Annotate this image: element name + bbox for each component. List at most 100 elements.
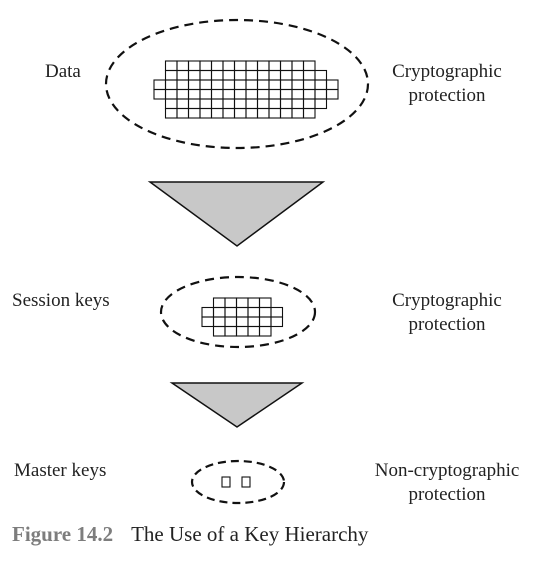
block-cell bbox=[256, 107, 270, 119]
block-cell bbox=[279, 79, 293, 91]
block-cell bbox=[233, 60, 247, 72]
block-cell bbox=[256, 60, 270, 72]
block-cell bbox=[291, 98, 305, 110]
block-cell bbox=[176, 88, 190, 100]
data-protection-line-1: Cryptographic bbox=[392, 61, 502, 82]
block-cell bbox=[268, 98, 282, 110]
block-cell bbox=[199, 79, 213, 91]
block-cell bbox=[279, 107, 293, 119]
master-protection-line-2: protection bbox=[408, 484, 486, 505]
data-protection-line-2: protection bbox=[408, 85, 486, 106]
block-cell bbox=[247, 316, 261, 328]
figure-number: Figure 14.2 bbox=[12, 522, 114, 546]
block-cell bbox=[233, 98, 247, 110]
block-cell bbox=[302, 107, 316, 119]
block-cell bbox=[279, 98, 293, 110]
block-cell bbox=[302, 88, 316, 100]
block-cell bbox=[247, 306, 261, 318]
block-cell bbox=[199, 107, 213, 119]
down-arrow-2 bbox=[169, 382, 305, 428]
block-cell bbox=[235, 306, 249, 318]
master-key-block bbox=[221, 476, 231, 488]
block-cell bbox=[224, 316, 238, 328]
block-cell bbox=[222, 60, 236, 72]
block-cell bbox=[258, 306, 272, 318]
block-cell bbox=[187, 69, 201, 81]
data-protection-label: Cryptographic protection bbox=[372, 60, 522, 108]
block-cell bbox=[187, 60, 201, 72]
block-cell bbox=[201, 306, 215, 318]
block-cell bbox=[302, 60, 316, 72]
block-cell bbox=[314, 69, 328, 81]
block-cell bbox=[256, 79, 270, 91]
block-cell bbox=[201, 316, 215, 328]
block-cell bbox=[245, 69, 259, 81]
block-cell bbox=[176, 98, 190, 110]
block-cell bbox=[199, 98, 213, 110]
block-cell bbox=[291, 107, 305, 119]
block-cell bbox=[224, 325, 238, 337]
block-cell bbox=[302, 98, 316, 110]
block-cell bbox=[268, 60, 282, 72]
block-cell bbox=[164, 107, 178, 119]
block-cell bbox=[210, 88, 224, 100]
block-cell bbox=[279, 60, 293, 72]
session-key-block-grid bbox=[201, 297, 284, 337]
block-cell bbox=[258, 316, 272, 328]
block-cell bbox=[302, 69, 316, 81]
block-cell bbox=[176, 79, 190, 91]
block-cell bbox=[212, 306, 226, 318]
figure-caption: Figure 14.2 The Use of a Key Hierarchy bbox=[12, 522, 368, 547]
block-cell bbox=[235, 316, 249, 328]
block-cell bbox=[314, 98, 328, 110]
block-cell bbox=[245, 60, 259, 72]
data-ellipse bbox=[104, 18, 370, 150]
block-cell bbox=[212, 325, 226, 337]
block-cell bbox=[210, 98, 224, 110]
block-cell bbox=[187, 79, 201, 91]
block-cell bbox=[258, 297, 272, 309]
block-cell bbox=[233, 69, 247, 81]
block-cell bbox=[176, 60, 190, 72]
block-cell bbox=[314, 79, 328, 91]
block-cell bbox=[291, 69, 305, 81]
block-cell bbox=[233, 88, 247, 100]
block-cell bbox=[325, 88, 339, 100]
block-cell bbox=[224, 297, 238, 309]
down-arrow-1 bbox=[147, 181, 326, 247]
block-cell bbox=[187, 98, 201, 110]
block-cell bbox=[258, 325, 272, 337]
block-cell bbox=[210, 107, 224, 119]
block-cell bbox=[233, 79, 247, 91]
block-cell bbox=[270, 306, 284, 318]
block-cell bbox=[164, 79, 178, 91]
block-cell bbox=[212, 297, 226, 309]
block-cell bbox=[302, 79, 316, 91]
block-cell bbox=[199, 60, 213, 72]
block-cell bbox=[210, 79, 224, 91]
data-label: Data bbox=[45, 61, 81, 82]
block-cell bbox=[291, 88, 305, 100]
block-cell bbox=[187, 88, 201, 100]
block-cell bbox=[268, 69, 282, 81]
master-keys-ellipse bbox=[190, 459, 286, 505]
block-cell bbox=[270, 316, 284, 328]
block-cell bbox=[279, 69, 293, 81]
block-cell bbox=[268, 79, 282, 91]
master-key-block bbox=[241, 476, 251, 488]
block-cell bbox=[199, 88, 213, 100]
block-cell bbox=[325, 79, 339, 91]
block-cell bbox=[256, 69, 270, 81]
session-keys-ellipse bbox=[159, 275, 317, 349]
block-cell bbox=[314, 88, 328, 100]
block-cell bbox=[210, 60, 224, 72]
block-cell bbox=[291, 79, 305, 91]
block-cell bbox=[222, 107, 236, 119]
figure-title: The Use of a Key Hierarchy bbox=[131, 522, 369, 546]
master-protection-line-1: Non-cryptographic bbox=[374, 460, 520, 481]
block-cell bbox=[247, 297, 261, 309]
block-cell bbox=[245, 88, 259, 100]
block-cell bbox=[235, 325, 249, 337]
